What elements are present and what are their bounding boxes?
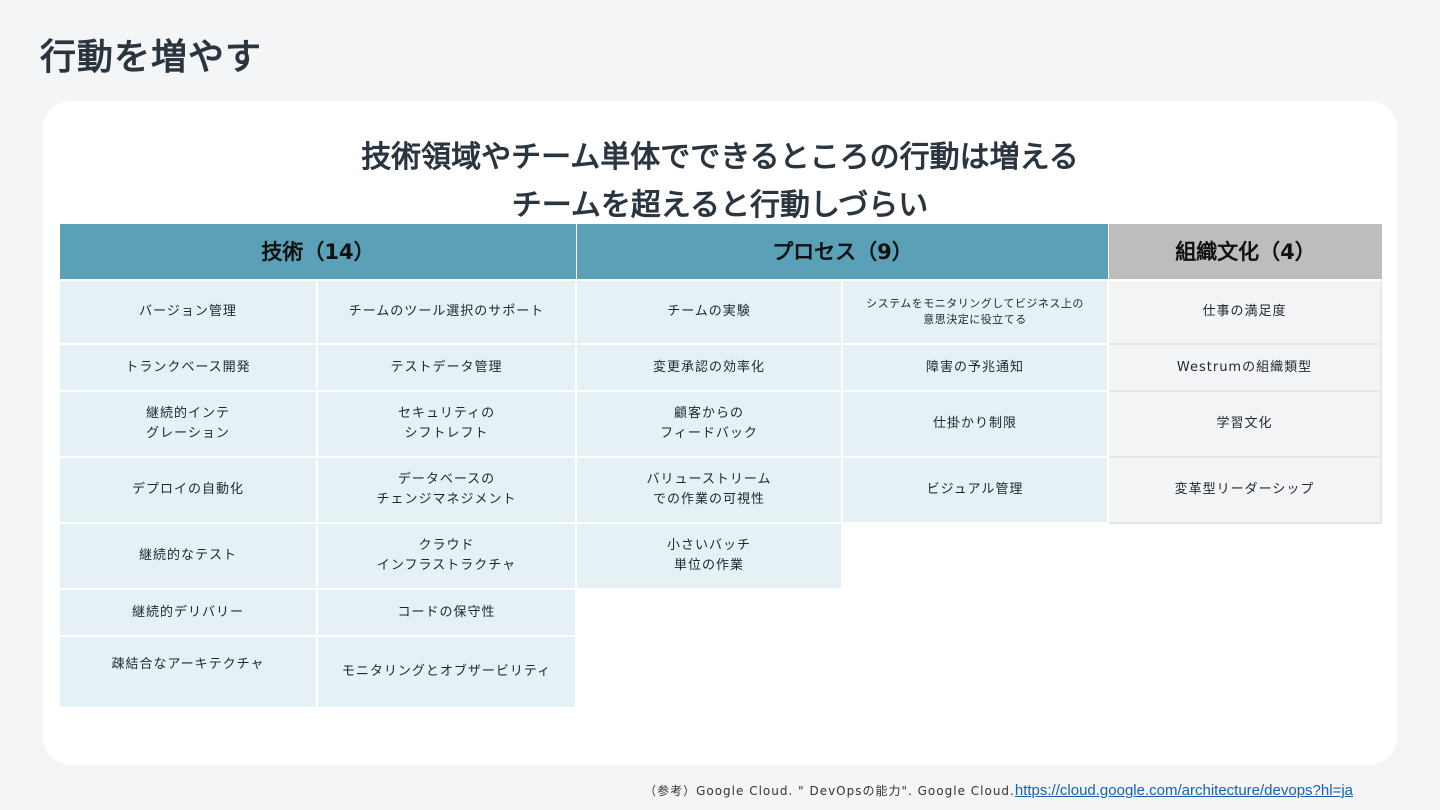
headline-line-1: 技術領域やチーム単体でできるところの行動は増える	[361, 140, 1079, 175]
tech-cell: バージョン管理	[60, 281, 318, 345]
header-culture: 組織文化（4）	[1109, 224, 1382, 281]
process-cell: 障害の予兆通知	[843, 345, 1109, 392]
citation-link[interactable]: https://cloud.google.com/architecture/de…	[1014, 782, 1353, 799]
capabilities-table: 技術（14） プロセス（9） 組織文化（4） バージョン管理 チームのツール選択…	[60, 224, 1382, 709]
tech-cell: セキュリティの シフトレフト	[318, 392, 577, 458]
process-cell: システムをモニタリングしてビジネス上の 意思決定に役立てる	[843, 281, 1109, 345]
tech-cell: クラウド インフラストラクチャ	[318, 524, 577, 590]
tech-cell: トランクベース開発	[60, 345, 318, 392]
citation: （参考）Google Cloud. " DevOpsの能力". Google C…	[644, 782, 1353, 799]
culture-cell: Westrumの組織類型	[1109, 345, 1382, 392]
headline: 技術領域やチーム単体でできるところの行動は増える チームを超えると行動しづらい	[43, 134, 1397, 230]
tech-cell: テストデータ管理	[318, 345, 577, 392]
culture-cell: 変革型リーダーシップ	[1109, 458, 1382, 524]
process-cell: チームの実験	[577, 281, 843, 345]
tech-cell: 継続的インテ グレーション	[60, 392, 318, 458]
process-cell: 仕掛かり制限	[843, 392, 1109, 458]
tech-cell: デプロイの自動化	[60, 458, 318, 524]
process-cell: 小さいバッチ 単位の作業	[577, 524, 843, 590]
headline-line-2: チームを超えると行動しづらい	[511, 188, 929, 223]
process-cell: ビジュアル管理	[843, 458, 1109, 524]
tech-cell: 継続的デリバリー	[60, 590, 318, 637]
process-cell: 顧客からの フィードバック	[577, 392, 843, 458]
citation-text: （参考）Google Cloud. " DevOpsの能力". Google C…	[644, 784, 1015, 798]
culture-cell: 学習文化	[1109, 392, 1382, 458]
header-tech: 技術（14）	[60, 224, 577, 281]
tech-cell: 疎結合なアーキテクチャ	[60, 637, 318, 709]
tech-cell: コードの保守性	[318, 590, 577, 637]
culture-cell: 仕事の満足度	[1109, 281, 1382, 345]
process-cell: 変更承認の効率化	[577, 345, 843, 392]
process-cell: バリューストリーム での作業の可視性	[577, 458, 843, 524]
header-process: プロセス（9）	[577, 224, 1109, 281]
tech-cell: モニタリングとオブザービリティ	[318, 637, 577, 709]
tech-cell: データベースの チェンジマネジメント	[318, 458, 577, 524]
tech-cell: チームのツール選択のサポート	[318, 281, 577, 345]
tech-cell: 継続的なテスト	[60, 524, 318, 590]
page-title: 行動を増やす	[40, 37, 263, 78]
